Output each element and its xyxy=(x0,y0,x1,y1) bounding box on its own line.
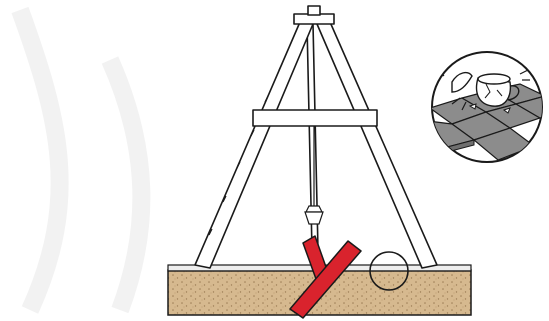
inset-cracked-cup xyxy=(431,51,543,163)
tripod xyxy=(194,5,438,269)
watermark xyxy=(11,6,151,314)
incorrect-x-mark xyxy=(289,235,362,319)
cross-brace xyxy=(252,109,378,127)
right-leg xyxy=(316,21,438,269)
top-knob xyxy=(307,5,321,16)
detail-circle xyxy=(369,251,409,291)
left-leg-ticks xyxy=(208,63,283,236)
left-leg xyxy=(194,21,314,269)
plumb-bob xyxy=(304,126,324,225)
